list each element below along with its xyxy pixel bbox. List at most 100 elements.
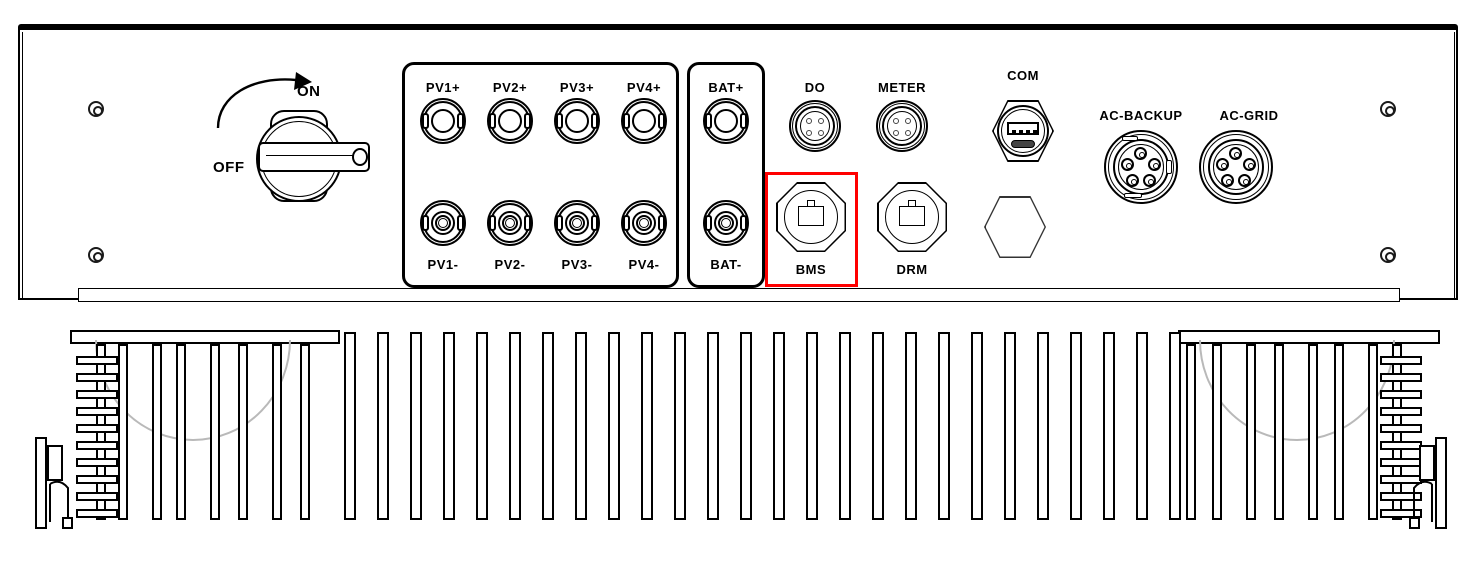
screw-top-left (88, 101, 104, 117)
pv-terminal-block (402, 62, 679, 288)
connector-tab-right (457, 113, 464, 129)
drm-port-label: DRM (896, 262, 928, 277)
heatsink-fin-left (300, 344, 310, 520)
heatsink-fin (1037, 332, 1049, 520)
heatsink-fin (1169, 332, 1181, 520)
heatsink-slot-right (1380, 492, 1422, 501)
com-port-tag (1011, 140, 1035, 148)
heatsink-slot-left (76, 441, 118, 450)
heatsink-fin (839, 332, 851, 520)
heatsink-fin-right (1186, 344, 1196, 520)
heatsink-fin (509, 332, 521, 520)
ac-backup-port[interactable] (1104, 130, 1178, 204)
heatsink-fin-right (1368, 344, 1378, 520)
rj45-jack-icon (798, 206, 824, 226)
ac-grid-label: AC-GRID (1219, 108, 1279, 123)
heatsink-fin-right (1212, 344, 1222, 520)
pv3-minus-connector[interactable] (554, 200, 600, 246)
pv4-plus-label: PV4+ (626, 80, 662, 95)
pv2-minus-connector[interactable] (487, 200, 533, 246)
connector-tab-left (422, 113, 429, 129)
heatsink-fin (377, 332, 389, 520)
heatsink-fin-right (1246, 344, 1256, 520)
heatsink-slot-right (1380, 407, 1422, 416)
hex-vent (984, 196, 1046, 258)
pv1-minus-connector[interactable] (420, 200, 466, 246)
ac-backup-keyway-right (1166, 160, 1172, 174)
pv1-minus-label: PV1- (427, 257, 459, 272)
pv3-plus-connector[interactable] (554, 98, 600, 144)
heatsink-fin-left (176, 344, 186, 520)
bat-terminal-block (687, 62, 765, 288)
meter-port-label: METER (878, 80, 926, 95)
screw-top-right (1380, 101, 1396, 117)
heatsink-fin-left (238, 344, 248, 520)
mounting-bracket-left (30, 436, 90, 536)
screw-bottom-right (1380, 247, 1396, 263)
heatsink-slot-right (1380, 424, 1422, 433)
bat-plus-connector[interactable] (703, 98, 749, 144)
drm-port[interactable] (877, 182, 947, 252)
heatsink-slot-right (1380, 509, 1422, 518)
heatsink-fin (1136, 332, 1148, 520)
pv4-plus-connector[interactable] (621, 98, 667, 144)
heatsink-fin (872, 332, 884, 520)
heatsink-slot-right (1380, 390, 1422, 399)
ac-grid-port[interactable] (1199, 130, 1273, 204)
pv2-minus-label: PV2- (494, 257, 526, 272)
com-port[interactable] (992, 100, 1054, 162)
knob-lever-tip (352, 148, 368, 166)
heatsink-fin-left (118, 344, 128, 520)
heatsink-fin (938, 332, 950, 520)
bat-minus-label: BAT- (710, 257, 742, 272)
pv2-plus-connector[interactable] (487, 98, 533, 144)
heatsink-slot-right (1380, 356, 1422, 365)
panel-bottom-lip (78, 288, 1400, 302)
knob-lever[interactable] (258, 142, 370, 172)
bat-minus-connector[interactable] (703, 200, 749, 246)
heatsink-fin-right (1308, 344, 1318, 520)
switch-rotation-arrow-icon (216, 72, 312, 129)
usb-icon (1007, 122, 1039, 135)
enclosure-top-edge (18, 24, 1458, 31)
heatsink-slot-left (76, 492, 118, 501)
dc-rotary-switch[interactable] (248, 108, 378, 208)
pv4-minus-label: PV4- (628, 257, 660, 272)
heatsink-slot-left (76, 407, 118, 416)
heatsink-fin (575, 332, 587, 520)
bms-port[interactable] (776, 182, 846, 252)
heatsink-fin (344, 332, 356, 520)
pv4-minus-connector[interactable] (621, 200, 667, 246)
com-port-label: COM (1007, 68, 1039, 83)
panel-right-edge (1450, 32, 1455, 298)
do-port-label: DO (804, 80, 826, 95)
heatsink-fin (674, 332, 686, 520)
heatsink-slot-left (76, 509, 118, 518)
ac-backup-label: AC-BACKUP (1099, 108, 1183, 123)
heatsink-slot-right (1380, 373, 1422, 382)
heatsink-fin-left (272, 344, 282, 520)
rj45-clip-icon (807, 200, 815, 207)
heatsink-fin (707, 332, 719, 520)
pv1-plus-connector[interactable] (420, 98, 466, 144)
do-port[interactable] (789, 100, 841, 152)
heatsink-fin (773, 332, 785, 520)
panel-left-edge (22, 32, 27, 298)
heatsink-fin (905, 332, 917, 520)
pv1-plus-label: PV1+ (425, 80, 461, 95)
heatsink-rail-left (70, 330, 340, 344)
meter-port[interactable] (876, 100, 928, 152)
screw-bottom-left (88, 247, 104, 263)
heatsink-fin (476, 332, 488, 520)
heatsink-fin (608, 332, 620, 520)
bms-highlight-box (765, 172, 858, 287)
ac-backup-keyway-top (1122, 136, 1138, 141)
heatsink-slot-left (76, 390, 118, 399)
bat-plus-label: BAT+ (708, 80, 744, 95)
pv2-plus-label: PV2+ (492, 80, 528, 95)
heatsink-slot-left (76, 458, 118, 467)
bms-port-label: BMS (795, 262, 827, 277)
heatsink-fin (641, 332, 653, 520)
heatsink-fin (1070, 332, 1082, 520)
